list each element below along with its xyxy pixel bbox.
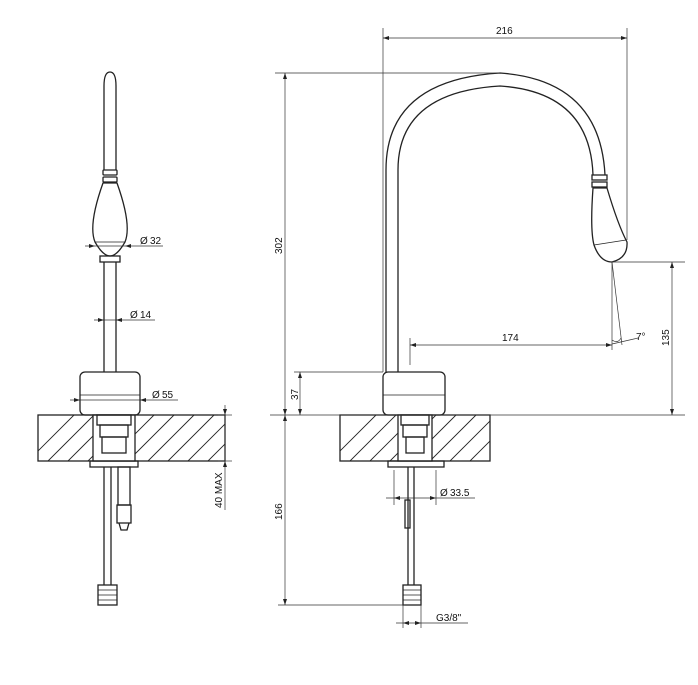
dim-shank-diameter: Ø 33.5 xyxy=(386,470,475,505)
dim-label-166: 166 xyxy=(274,503,285,520)
dim-spout-offset: 174 xyxy=(409,333,612,365)
dim-label-55: 55 xyxy=(162,390,174,401)
spout-outlet-head xyxy=(591,187,628,263)
diameter-symbol: Ø xyxy=(130,310,138,321)
dim-label-302: 302 xyxy=(274,237,285,254)
dim-label-7deg: 7° xyxy=(636,332,646,343)
dim-label-135: 135 xyxy=(661,329,672,346)
dim-spout-head-diameter: Ø 32 xyxy=(85,236,163,248)
dim-label-216: 216 xyxy=(496,26,513,37)
dim-connection-thread: G3/8" xyxy=(396,605,468,628)
dim-label-37: 37 xyxy=(290,388,301,400)
diameter-symbol: Ø xyxy=(140,236,148,247)
dim-spout-tube-diameter: Ø 14 xyxy=(94,310,155,322)
dim-label-33-5: 33.5 xyxy=(450,488,470,499)
base-side xyxy=(382,371,446,416)
front-view: Ø 32 Ø 14 Ø 55 40 MAX xyxy=(37,71,232,606)
dim-label-174: 174 xyxy=(502,333,519,344)
base-front xyxy=(79,371,141,416)
side-view: 216 302 37 174 xyxy=(270,26,685,628)
dim-label-14: 14 xyxy=(140,310,152,321)
dim-reach: 216 xyxy=(382,26,628,372)
diameter-symbol: Ø xyxy=(440,488,448,499)
dim-label-40max: 40 MAX xyxy=(214,472,225,508)
deck-section-left xyxy=(37,414,226,462)
diameter-symbol: Ø xyxy=(152,390,160,401)
dim-angle: 7° xyxy=(611,261,646,350)
deck-section-right xyxy=(339,414,491,462)
dim-label-32: 32 xyxy=(150,236,162,247)
dim-outlet-height: 135 xyxy=(612,261,685,415)
spout-tube-top xyxy=(103,71,117,170)
dim-below-deck: 166 xyxy=(274,415,405,606)
dim-total-height: 302 xyxy=(274,72,500,415)
dim-base-diameter: Ø 55 xyxy=(70,390,178,402)
spout-head xyxy=(92,182,128,257)
dim-label-g38: G3/8" xyxy=(436,613,462,624)
dim-deck-thickness: 40 MAX xyxy=(214,405,232,510)
dim-base-height: 37 xyxy=(290,371,383,415)
gooseneck-spout xyxy=(385,72,606,372)
